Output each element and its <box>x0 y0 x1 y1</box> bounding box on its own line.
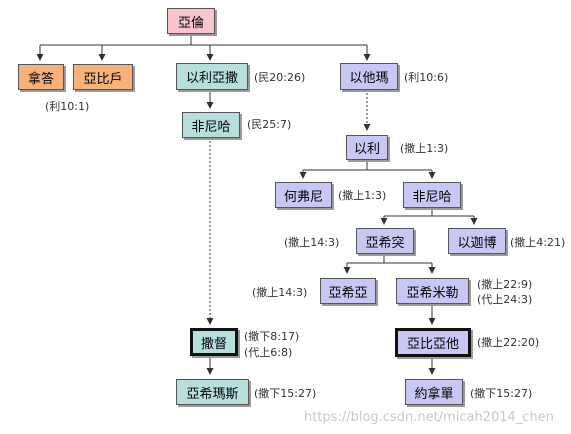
node-aaron: 亞倫 <box>167 8 215 34</box>
ref-zadok-1: (撒下8:17) <box>244 330 300 343</box>
ref-ahimaaz: (撒下15:27) <box>254 387 317 400</box>
node-ahitub: 亞希突 <box>356 228 414 254</box>
ref-ahijah: (撒上14:3) <box>252 286 308 299</box>
node-ithamar: 以他瑪 <box>340 63 398 90</box>
ref-nadab-abihu: (利10:1) <box>45 100 90 113</box>
node-abiathar: 亞比亞他 <box>395 328 471 357</box>
node-hophni: 何弗尼 <box>275 182 332 208</box>
node-ichabod: 以迦博 <box>448 228 506 254</box>
ref-abiathar: (撒上22:20) <box>477 336 540 349</box>
ref-ahimelech-2: (代上24:3) <box>477 293 533 306</box>
node-ahimaaz: 亞希瑪斯 <box>176 379 249 405</box>
node-jonathan: 約拿單 <box>405 379 463 405</box>
node-phinehas-2: 非尼哈 <box>403 182 461 208</box>
ref-ahimelech-1: (撒上22:9) <box>477 278 533 291</box>
node-eli: 以利 <box>346 135 388 160</box>
ref-eli: (撒上1:3) <box>400 142 449 155</box>
watermark: https://blog.csdn.net/micah2014_chen <box>304 410 554 425</box>
node-nadab: 拿答 <box>18 64 64 90</box>
ref-ichabod: (撒上4:21) <box>510 236 566 249</box>
node-abihu: 亞比戶 <box>73 64 133 90</box>
ref-zadok-2: (代上6:8) <box>244 346 293 359</box>
node-ahimelech: 亞希米勒 <box>396 278 469 304</box>
node-zadok: 撒督 <box>190 328 238 356</box>
node-eleazar: 以利亞撒 <box>176 63 248 90</box>
ref-jonathan: (撒下15:27) <box>470 387 533 400</box>
ref-ithamar: (利10:6) <box>404 71 449 84</box>
ref-phinehas-1: (民25:7) <box>247 118 292 131</box>
ref-hophni: (撒上1:3) <box>338 189 387 202</box>
ref-eleazar: (民20:26) <box>254 71 306 84</box>
node-phinehas-1: 非尼哈 <box>182 112 240 138</box>
node-ahijah: 亞希亞 <box>320 278 376 304</box>
ref-ahitub: (撒上14:3) <box>284 236 340 249</box>
